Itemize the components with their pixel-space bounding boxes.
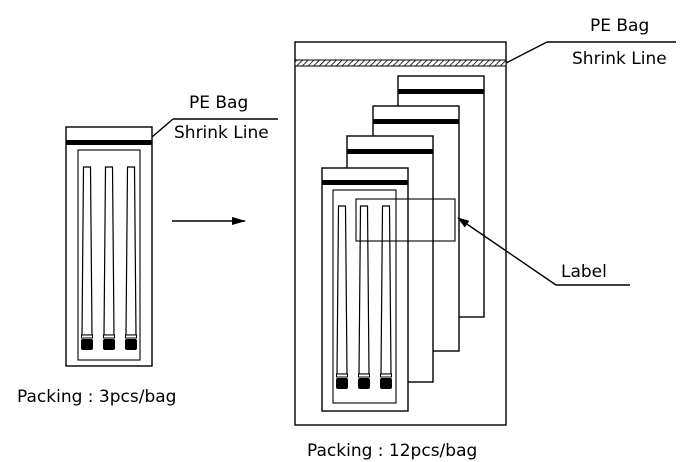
small-bag-shrink-line: [66, 140, 152, 145]
large-bag-inner-card: [332, 189, 397, 404]
antenna: [379, 205, 393, 390]
small-shrink-line-label: Shrink Line: [174, 123, 269, 143]
small-bag-callout: PE Bag Shrink Line: [151, 93, 278, 143]
large-bag-leader-line: [505, 41, 548, 64]
label-callout-text: Label: [561, 262, 607, 282]
antenna: [335, 205, 349, 390]
label-area: [355, 198, 456, 242]
large-shrink-line-label: Shrink Line: [572, 49, 667, 69]
antenna: [80, 166, 94, 351]
large-bag-shrink-line: [294, 59, 507, 67]
large-pe-bag-label: PE Bag: [590, 16, 649, 36]
label-pointer-arrow: [457, 217, 557, 286]
large-bag-callout: PE Bag Shrink Line: [505, 16, 676, 69]
label-callout: Label: [457, 217, 630, 286]
small-bag-inner-card: [77, 149, 141, 361]
large-packing-caption: Packing : 12pcs/bag: [307, 441, 477, 461]
large-pe-bag: [294, 41, 507, 426]
inner-bag-1: [321, 167, 409, 412]
small-pe-bag-label: PE Bag: [189, 93, 248, 113]
antenna: [102, 166, 116, 351]
small-bag-leader-line: [151, 118, 174, 138]
antenna: [357, 205, 371, 390]
antenna: [124, 166, 138, 351]
small-packing-caption: Packing : 3pcs/bag: [17, 387, 176, 407]
small-pe-bag: [65, 126, 153, 367]
